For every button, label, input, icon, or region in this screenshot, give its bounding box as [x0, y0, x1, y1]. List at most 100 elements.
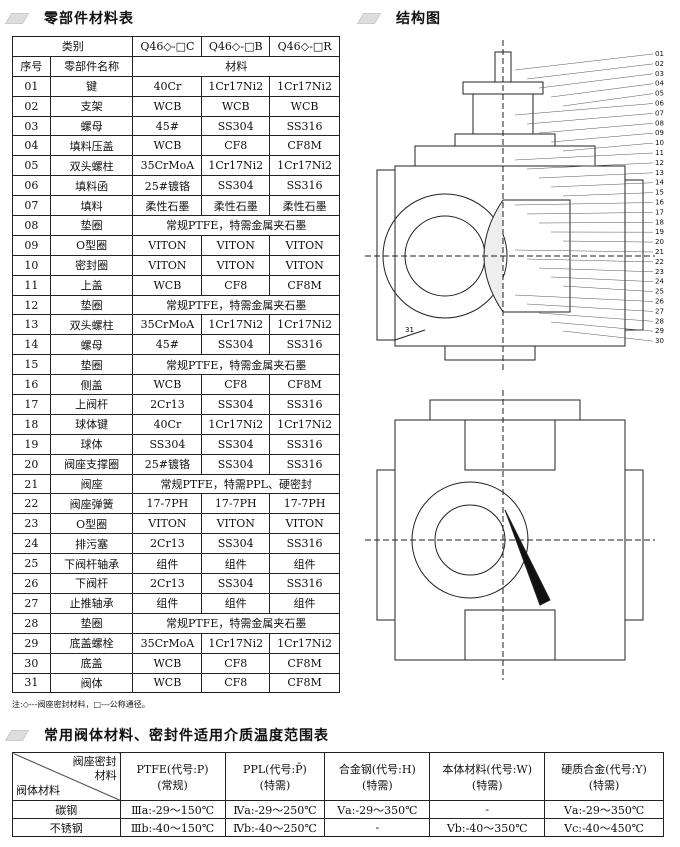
- material-c: 2Cr13: [132, 533, 203, 555]
- column-header: 本体材料(代号:W)(特需): [429, 752, 546, 801]
- material-b: 1Cr17Ni2: [201, 155, 271, 177]
- material-r: CF8M: [269, 274, 340, 296]
- part-no: 19: [12, 433, 51, 455]
- leader-line: [514, 202, 654, 206]
- diagram-label: 28: [655, 317, 664, 325]
- material-c: 17-7PH: [132, 493, 203, 515]
- temperature-range-table: 阀座密封材料 阀体材料 PTFE(代号:P)(常规)PPL(代号:P̄)(特需)…: [12, 752, 664, 837]
- material-c: 25#镀铬: [132, 453, 203, 475]
- col-sub: (特需): [588, 778, 620, 792]
- material-b: CF8: [201, 274, 271, 296]
- diagram-label: 10: [655, 139, 664, 147]
- temp-range: Ⅲb:-40～150℃: [119, 818, 226, 837]
- column-header: 硬质合金(代号:Y)(特需): [544, 752, 664, 801]
- material-c: WCB: [132, 135, 203, 157]
- material-c: SS304: [132, 433, 203, 455]
- material-r: SS316: [269, 453, 340, 475]
- material-r: CF8M: [269, 652, 340, 674]
- material-c: 组件: [132, 553, 203, 575]
- leader-line: [514, 103, 654, 116]
- part-name: O型圈: [49, 234, 134, 256]
- leader-line: [526, 162, 654, 170]
- temp-range: Ⅴc:-40～450℃: [544, 818, 664, 837]
- material-b: SS304: [201, 334, 271, 356]
- header-category: 类别: [11, 36, 134, 57]
- leader-line: [562, 285, 654, 292]
- leader-line: [550, 182, 654, 188]
- part-name: 双头螺柱: [49, 314, 134, 336]
- material-r: 组件: [269, 592, 340, 614]
- part-no: 23: [12, 513, 51, 535]
- material-r: 柔性石墨: [269, 195, 340, 217]
- material-c: 40Cr: [132, 413, 203, 435]
- col-sub: (特需): [259, 778, 291, 792]
- corner-top: 阀座密封: [72, 755, 117, 768]
- column-header: PTFE(代号:P)(常规): [119, 752, 226, 801]
- leader-line: [550, 132, 654, 143]
- part-name: 下阀杆轴承: [49, 553, 134, 575]
- material-b: WCB: [201, 95, 271, 117]
- material-r: SS316: [269, 115, 340, 137]
- part-no: 15: [12, 354, 51, 376]
- temp-range: Ⅴb:-40～350℃: [429, 818, 546, 837]
- part-name: 螺母: [49, 115, 134, 137]
- part-name: 底盖螺栓: [49, 632, 134, 654]
- material-r: SS316: [269, 175, 340, 197]
- material-c: 35CrMoA: [132, 632, 203, 654]
- leader-line: [550, 321, 654, 332]
- material-b: CF8: [201, 135, 271, 157]
- material-c: 2Cr13: [132, 573, 203, 594]
- part-name: 底盖: [49, 652, 134, 674]
- material-r: VITON: [269, 513, 340, 535]
- diagram-label: 09: [655, 129, 664, 137]
- material-c: 2Cr13: [132, 394, 203, 415]
- material-b: SS304: [201, 573, 271, 594]
- diagram-label: 12: [655, 159, 664, 167]
- part-no: 31: [12, 672, 51, 694]
- part-no: 07: [12, 195, 51, 217]
- material-c: 35CrMoA: [132, 314, 203, 336]
- material-b: 1Cr17Ni2: [201, 75, 271, 97]
- leader-line: [526, 63, 654, 80]
- leader-line: [514, 294, 654, 302]
- parts-material-table: 类别 Q46◇-□C Q46◇-□B Q46◇-□R 序号 零部件名称 材料 0…: [11, 36, 340, 694]
- diagram-label: 22: [655, 258, 664, 266]
- leader-line: [526, 113, 654, 125]
- material-b: VITON: [201, 513, 271, 535]
- corner-header: 阀座密封材料 阀体材料: [12, 752, 121, 801]
- part-no: 08: [12, 215, 51, 236]
- temp-range: Ⅳb:-40～250℃: [224, 818, 326, 837]
- part-no: 18: [12, 413, 51, 435]
- material-b: 柔性石墨: [201, 195, 271, 217]
- part-no: 25: [12, 553, 51, 575]
- material-c: WCB: [132, 652, 203, 674]
- part-material-span: 常规PTFE，特需PPL、硬密封: [132, 473, 340, 495]
- part-material-span: 常规PTFE，特需金属夹石墨: [132, 354, 340, 376]
- part-name: 垫圈: [49, 294, 134, 316]
- part-name: 螺母: [49, 334, 134, 356]
- part-name: 排污塞: [49, 533, 134, 555]
- material-r: CF8M: [269, 672, 340, 694]
- part-material-span: 常规PTFE，特需金属夹石墨: [132, 612, 340, 634]
- leader-line: [538, 267, 654, 273]
- part-name: 垫圈: [49, 215, 134, 236]
- temp-range: -: [324, 818, 431, 837]
- col-sub: (常规): [157, 778, 188, 792]
- temp-range: -: [429, 800, 546, 819]
- leader-line: [538, 123, 654, 134]
- diagram-label: 18: [655, 218, 664, 226]
- material-r: 17-7PH: [269, 493, 340, 515]
- leader-line: [514, 152, 654, 161]
- diagram-label: 26: [655, 298, 664, 306]
- material-b: 组件: [201, 592, 271, 614]
- diagram-label: 23: [655, 268, 664, 276]
